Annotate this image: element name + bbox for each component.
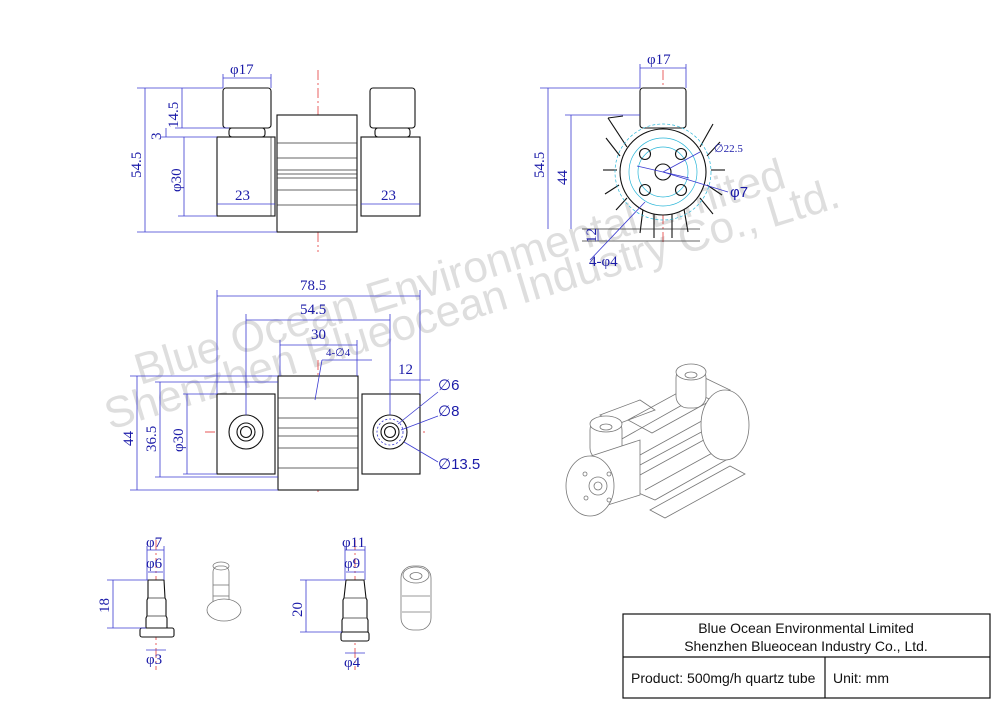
front-dim-gap: 3 bbox=[149, 133, 165, 141]
fitting-large-outer: φ11 bbox=[342, 535, 365, 551]
fitting-small-length: 18 bbox=[97, 598, 113, 613]
side-dim-center-hole: φ7 bbox=[730, 184, 748, 201]
company-name-en: Blue Ocean Environmental Limited bbox=[698, 620, 914, 636]
top-dim-hole-large: ∅13.5 bbox=[438, 456, 480, 473]
front-dim-right-width: 23 bbox=[381, 188, 396, 204]
top-dim-body-dia: φ30 bbox=[171, 428, 187, 452]
side-dim-hole-pcd: ∅22.5 bbox=[714, 143, 743, 155]
fitting-large-bore: φ4 bbox=[344, 655, 361, 671]
fitting-small-outer: φ7 bbox=[146, 535, 163, 551]
top-dim-total-length: 78.5 bbox=[300, 278, 326, 294]
fitting-small-bore: φ3 bbox=[146, 652, 162, 668]
top-dim-fin-length: 30 bbox=[311, 327, 326, 343]
side-dim-fin-height: 44 bbox=[555, 170, 571, 186]
fitting-large-inner: φ9 bbox=[344, 556, 360, 572]
isometric-view bbox=[565, 363, 750, 519]
product-label: Product: 500mg/h quartz tube bbox=[631, 670, 816, 686]
title-block: Blue Ocean Environmental Limited Shenzhe… bbox=[622, 613, 991, 699]
unit-label: Unit: mm bbox=[833, 670, 889, 686]
front-view: φ17 54.5 14.5 3 φ30 23 23 bbox=[129, 62, 421, 252]
side-dim-nozzle-dia: φ17 bbox=[647, 52, 671, 68]
side-dim-mount-holes: 4-φ4 bbox=[589, 254, 618, 270]
front-dim-left-width: 23 bbox=[235, 188, 250, 204]
front-dim-body-dia: φ30 bbox=[169, 168, 185, 192]
side-dim-offset: 12 bbox=[584, 228, 600, 243]
front-dim-nozzle-dia: φ17 bbox=[230, 62, 254, 78]
side-dim-total-height: 54.5 bbox=[532, 152, 548, 178]
front-dim-total-height: 54.5 bbox=[129, 152, 145, 178]
top-dim-hole-mid: ∅8 bbox=[438, 403, 459, 420]
top-dim-inner-height: 36.5 bbox=[144, 426, 160, 452]
fitting-small-inner: φ6 bbox=[146, 556, 163, 572]
top-dim-end-offset: 12 bbox=[398, 362, 413, 378]
fitting-large-length: 20 bbox=[290, 602, 306, 617]
top-dim-mid-length: 54.5 bbox=[300, 302, 326, 318]
fitting-small: φ7 φ6 18 φ3 bbox=[97, 535, 242, 670]
top-dim-mount-holes: 4-∅4 bbox=[326, 347, 351, 359]
top-dim-hole-small: ∅6 bbox=[438, 377, 459, 394]
top-view: 78.5 54.5 30 4-∅4 12 ∅6 ∅8 ∅13.5 44 36.5… bbox=[121, 278, 480, 492]
company-name-cn: Shenzhen Blueocean Industry Co., Ltd. bbox=[684, 638, 928, 654]
front-dim-nozzle-height: 14.5 bbox=[166, 102, 182, 128]
side-view: φ17 54.5 44 12 ∅22.5 φ7 4-φ4 bbox=[532, 52, 748, 270]
fitting-large: φ11 φ9 20 φ4 bbox=[290, 535, 432, 671]
top-dim-total-height: 44 bbox=[121, 431, 137, 447]
